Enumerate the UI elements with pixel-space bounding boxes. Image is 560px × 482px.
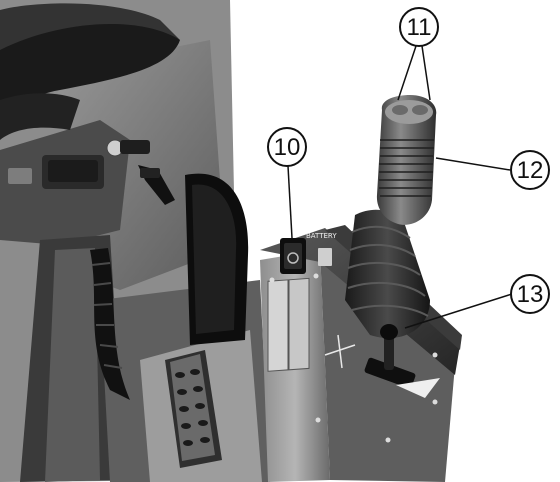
ignition-key [106, 139, 175, 205]
callout-10: 10 [267, 127, 307, 167]
callout-12-label: 12 [517, 157, 544, 184]
pedal [165, 350, 222, 468]
switch-label: BATTERY [306, 232, 337, 240]
callout-13-label: 13 [517, 281, 544, 308]
hose [90, 248, 130, 400]
wheel-fender [185, 173, 249, 345]
callout-12: 12 [510, 150, 550, 190]
battery-switch: BATTERY [280, 232, 337, 274]
callout-10-label: 10 [274, 134, 301, 161]
callout-13: 13 [510, 274, 550, 314]
joystick [345, 95, 437, 339]
callout-11: 11 [399, 7, 439, 47]
callout-11-label: 11 [407, 14, 432, 41]
steering-wheel [0, 3, 180, 140]
small-lever [324, 324, 440, 398]
leader-lines [287, 45, 513, 329]
